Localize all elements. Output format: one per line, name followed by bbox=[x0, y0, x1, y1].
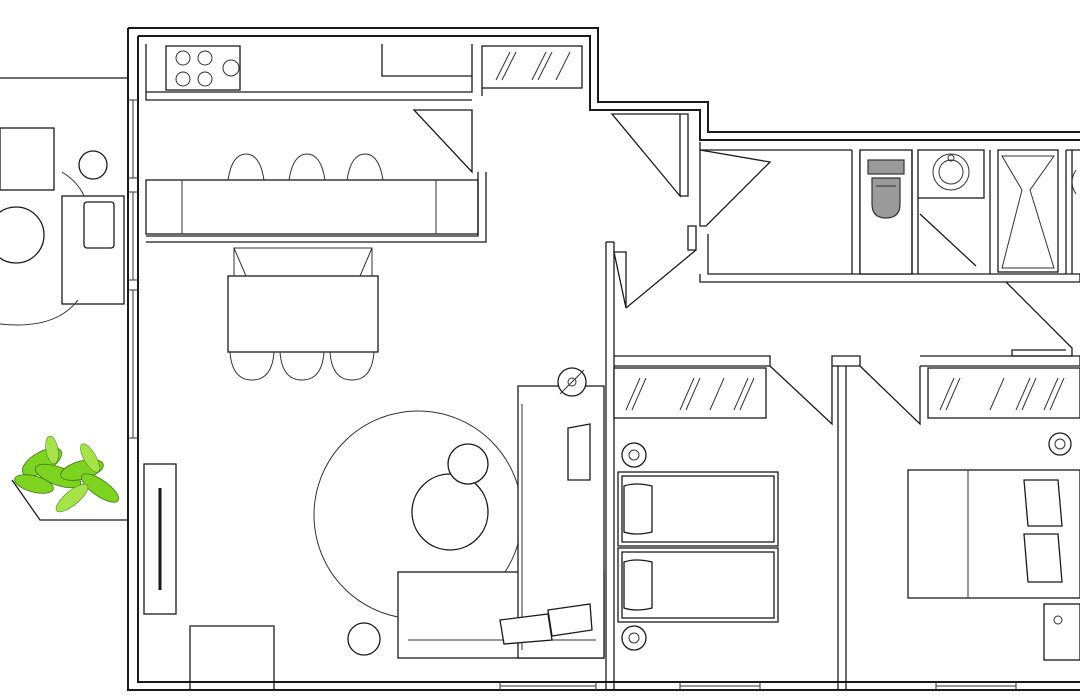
wardrobe-icon bbox=[613, 367, 767, 419]
sofa-icon bbox=[397, 385, 605, 659]
lamp-icon bbox=[1048, 432, 1072, 456]
balcony bbox=[0, 77, 129, 521]
table-icon bbox=[227, 247, 379, 353]
bathroom bbox=[859, 149, 1080, 357]
bedroom-twin bbox=[613, 355, 861, 690]
lamp-icon bbox=[557, 367, 587, 397]
toilet-icon bbox=[867, 159, 905, 219]
balcony-stool bbox=[78, 150, 108, 180]
window-icon bbox=[499, 682, 1017, 690]
door-icon bbox=[0, 299, 79, 326]
lamp-icon bbox=[621, 442, 647, 651]
wardrobe-icon bbox=[927, 367, 1080, 419]
bedside-table bbox=[1043, 603, 1080, 661]
sink-icon bbox=[917, 149, 985, 199]
bedroom-double bbox=[859, 355, 1080, 661]
bed-icon bbox=[907, 469, 1080, 599]
window-icon bbox=[128, 99, 138, 439]
exterior-walls bbox=[127, 27, 1080, 691]
cooktop-icon bbox=[165, 45, 241, 91]
lamp-icon bbox=[347, 622, 381, 656]
chair-icon bbox=[227, 153, 384, 181]
plant-icon bbox=[14, 435, 119, 513]
shower-icon bbox=[997, 149, 1059, 273]
bed-icon bbox=[617, 471, 779, 623]
kitchen-island bbox=[145, 179, 479, 235]
balcony-table bbox=[0, 206, 45, 264]
wardrobe-icon bbox=[481, 45, 583, 96]
side-table bbox=[447, 443, 489, 485]
balcony-cushion bbox=[83, 201, 115, 249]
coffee-table bbox=[411, 473, 489, 551]
balcony-cabinet bbox=[0, 127, 55, 191]
living-room bbox=[143, 367, 605, 690]
chair-icon bbox=[229, 351, 375, 381]
kitchen bbox=[145, 44, 583, 243]
